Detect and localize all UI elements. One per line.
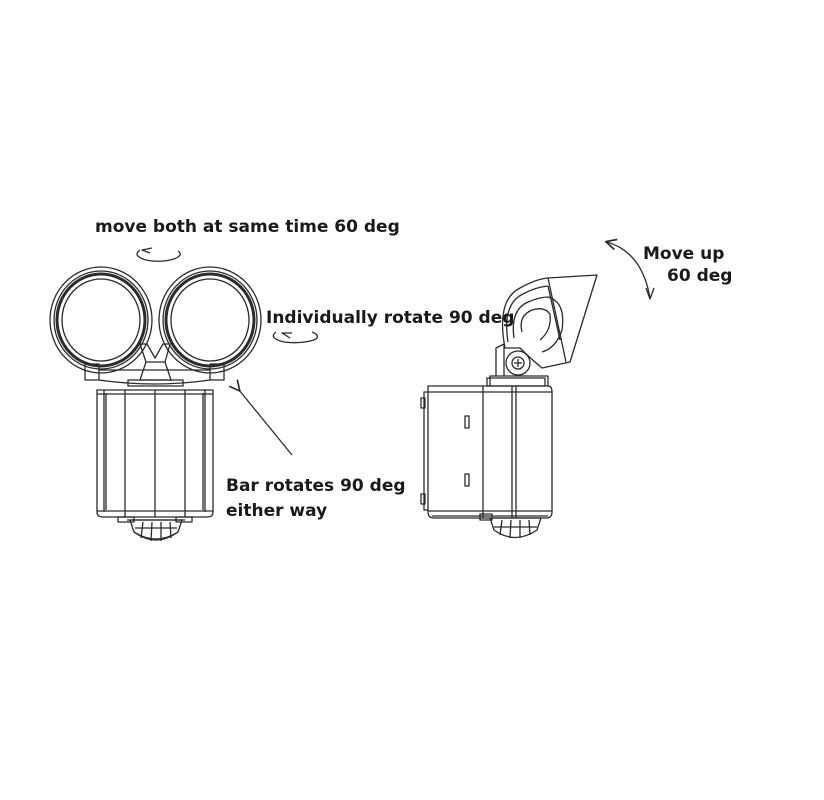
tilt-arc-arrow — [604, 238, 651, 299]
rotate-individual-indicator — [272, 331, 319, 344]
center-knuckle — [139, 343, 172, 381]
right-lamp-head — [158, 266, 262, 374]
right-ear — [209, 363, 225, 381]
body-housing — [96, 389, 214, 523]
label-move-up-line2: 60 deg — [667, 266, 733, 286]
pivot-screw — [505, 350, 531, 376]
side-view — [420, 238, 655, 539]
label-move-up: Move up 60 deg — [643, 243, 732, 287]
motion-sensor — [127, 519, 185, 542]
side-sensor — [489, 517, 542, 539]
crossbar — [98, 369, 211, 387]
label-bar-rotates-line1: Bar rotates 90 deg — [226, 476, 406, 496]
side-lamp-head — [501, 274, 598, 369]
left-ear — [84, 363, 100, 381]
side-mount-neck — [486, 343, 549, 387]
side-body — [420, 385, 553, 521]
front-view — [49, 247, 319, 542]
rotate-both-indicator — [136, 247, 181, 262]
label-move-both: move both at same time 60 deg — [95, 217, 400, 237]
left-lamp-head — [49, 266, 153, 374]
label-bar-rotates: Bar rotates 90 deg either way — [226, 474, 406, 524]
label-individually-rotate: Individually rotate 90 deg — [266, 308, 515, 328]
tilt-arrowhead-down — [645, 287, 655, 300]
label-move-up-line1: Move up — [643, 244, 725, 264]
label-bar-rotates-line2: either way — [226, 501, 328, 521]
bar-pointer-arrow — [228, 379, 293, 456]
